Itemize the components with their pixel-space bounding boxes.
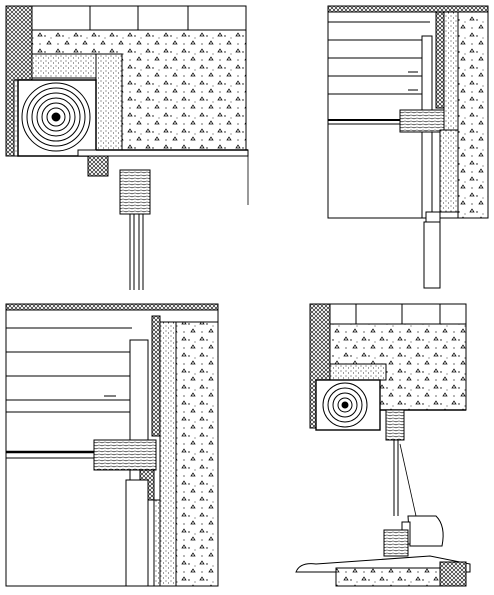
window-frame-sill (383, 529, 409, 557)
sash-bottom (423, 221, 441, 289)
sill-plaster (439, 129, 459, 213)
lintel-top-band (31, 5, 247, 31)
concrete-wall (175, 321, 219, 587)
projecting-hood (407, 515, 444, 547)
concrete-wall (457, 11, 489, 219)
window-frame-head (119, 169, 151, 215)
panel-top-left (5, 5, 249, 290)
rolled-shutter-coil (21, 82, 91, 152)
window-frame-head (385, 409, 405, 441)
panel-top-right (327, 5, 489, 289)
insulation-layer (329, 363, 387, 381)
window-frame (399, 109, 445, 133)
rolled-shutter-coil (322, 382, 368, 428)
shutter-slats (328, 21, 430, 95)
panel-bottom-right (295, 303, 471, 587)
insulation-strip (159, 321, 177, 587)
lintel-top-band (309, 303, 467, 325)
awning-arm (399, 443, 417, 517)
sash-bottom (125, 479, 149, 587)
shutter-slats (6, 327, 132, 413)
window-frame (93, 439, 157, 471)
panel-bottom-left (5, 303, 219, 587)
